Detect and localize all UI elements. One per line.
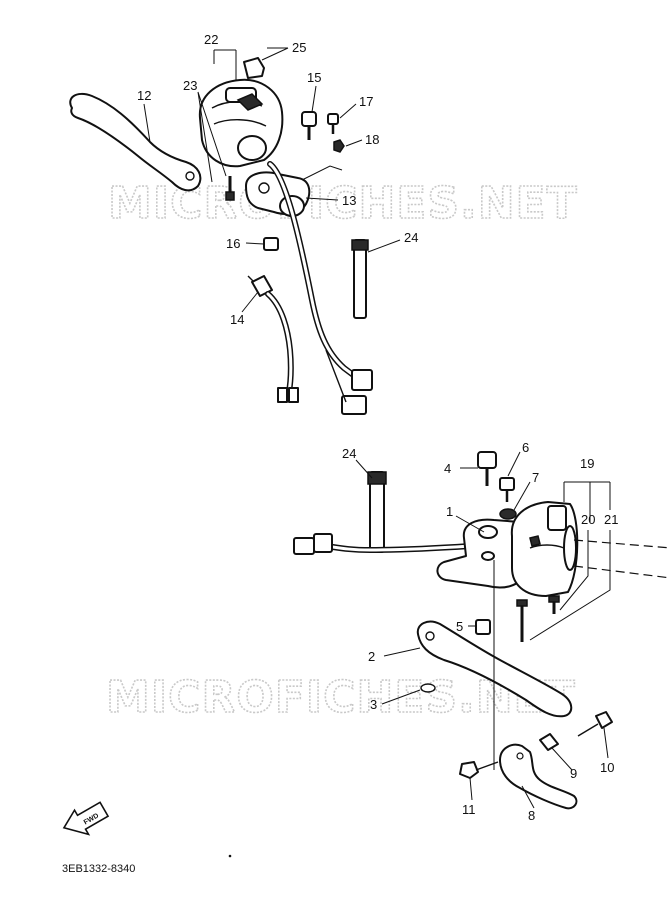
callout-9: 9 xyxy=(570,766,577,781)
stray-mark xyxy=(228,854,232,858)
switch-housing-19[interactable] xyxy=(510,501,579,597)
callout-labels: 22 25 23 12 15 17 18 13 16 24 14 24 4 6 … xyxy=(137,32,618,823)
clutch-switch-14[interactable] xyxy=(247,275,299,403)
callout-2: 2 xyxy=(368,649,375,664)
callout-25: 25 xyxy=(292,40,306,55)
callout-23: 23 xyxy=(183,78,197,93)
lever-holder-13[interactable] xyxy=(245,171,311,217)
screw-21[interactable] xyxy=(548,595,560,614)
callout-8: 8 xyxy=(528,808,535,823)
screw-15[interactable] xyxy=(301,111,317,140)
bolt-4[interactable] xyxy=(477,451,497,486)
nut-16[interactable] xyxy=(263,237,279,251)
screw-20[interactable] xyxy=(516,599,528,642)
callout-17: 17 xyxy=(359,94,373,109)
nut-11[interactable] xyxy=(459,761,499,779)
switch-housing-22[interactable] xyxy=(198,78,284,168)
callout-16: 16 xyxy=(226,236,240,251)
callout-24-lower: 24 xyxy=(342,446,356,461)
handlebar-dashed xyxy=(573,539,671,579)
screw-6[interactable] xyxy=(499,477,515,502)
forward-arrow-icon: FWD xyxy=(62,801,110,836)
callout-14: 14 xyxy=(230,312,244,327)
callout-13: 13 xyxy=(342,193,356,208)
clutch-lever-12[interactable] xyxy=(69,92,202,192)
lever-8[interactable] xyxy=(499,743,578,810)
callout-20: 20 xyxy=(581,512,595,527)
choke-knob-25[interactable] xyxy=(243,57,265,79)
callout-5: 5 xyxy=(456,619,463,634)
cable-tie-24-lower[interactable] xyxy=(367,471,387,553)
o-ring-3[interactable] xyxy=(420,683,436,693)
part-code: 3EB1332-8340 xyxy=(62,863,135,875)
leader-lines xyxy=(143,47,611,809)
cable-tie-24-upper[interactable] xyxy=(351,239,369,319)
callout-18: 18 xyxy=(365,132,379,147)
bolt-10[interactable] xyxy=(577,711,613,737)
callout-24-upper: 24 xyxy=(404,230,418,245)
callout-21: 21 xyxy=(604,512,618,527)
callout-15: 15 xyxy=(307,70,321,85)
callout-4: 4 xyxy=(444,461,451,476)
collar-9[interactable] xyxy=(539,733,559,751)
washer-7[interactable] xyxy=(499,508,517,520)
callout-6: 6 xyxy=(522,440,529,455)
bushing-5[interactable] xyxy=(475,619,491,635)
callout-10: 10 xyxy=(600,760,614,775)
callout-7: 7 xyxy=(532,470,539,485)
callout-12: 12 xyxy=(137,88,151,103)
callout-3: 3 xyxy=(370,697,377,712)
wire-harness-upper xyxy=(267,161,373,415)
screw-23[interactable] xyxy=(225,176,235,201)
callout-19: 19 xyxy=(580,456,594,471)
nut-18[interactable] xyxy=(333,139,345,153)
brake-lever-2[interactable] xyxy=(416,620,573,718)
callout-22: 22 xyxy=(204,32,218,47)
wire-harness-lower xyxy=(293,533,473,555)
callout-1: 1 xyxy=(446,504,453,519)
callout-11: 11 xyxy=(462,802,476,817)
screw-17[interactable] xyxy=(327,113,339,134)
